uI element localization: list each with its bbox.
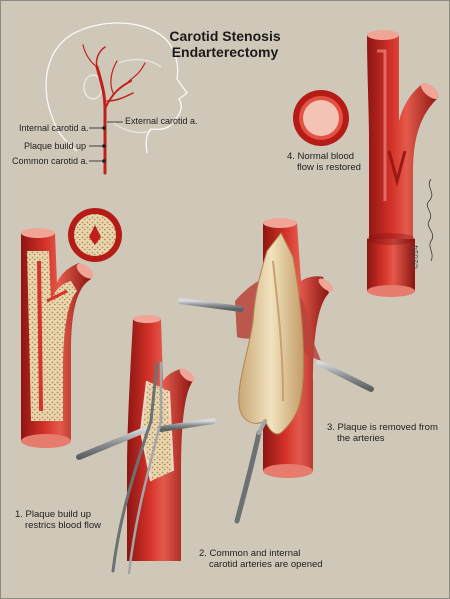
- label-external-carotid: External carotid a.: [125, 116, 198, 126]
- step-4-caption: 4. Normal blood flow is restored: [287, 151, 361, 173]
- label-common-carotid: Common carotid a.: [12, 156, 89, 166]
- title-line-1: Carotid Stenosis: [169, 28, 281, 44]
- step-3-line-2: the arteries: [337, 433, 385, 444]
- step-2-line-1: 2. Common and internal: [199, 548, 301, 559]
- step-1-line-1: 1. Plaque build up: [15, 509, 92, 520]
- diseased-artery: [21, 228, 94, 448]
- step-2-caption: 2. Common and internal carotid arteries …: [199, 548, 323, 570]
- head-carotid-vessels: [82, 44, 146, 175]
- forceps-instruments: [178, 298, 374, 524]
- step-3-caption: 3. Plaque is removed from the arteries: [327, 422, 438, 444]
- copyright-notice: ©2014: [411, 245, 420, 269]
- head-outline: [45, 22, 188, 154]
- clamp-instruments: [76, 361, 216, 575]
- illustration-title: Carotid Stenosis Endarterectomy: [169, 28, 281, 60]
- artist-signature: [426, 178, 434, 262]
- restored-artery: [367, 30, 440, 297]
- step-1-caption: 1. Plaque build up restrics blood flow: [15, 509, 101, 531]
- step-3-line-1: 3. Plaque is removed from: [327, 422, 438, 433]
- normal-cross-section: [293, 90, 349, 146]
- label-internal-carotid: Internal carotid a.: [19, 123, 89, 133]
- step-1-line-2: restrics blood flow: [25, 520, 102, 531]
- opened-artery: [127, 315, 195, 561]
- step-4-line-2: flow is restored: [297, 162, 361, 173]
- title-line-2: Endarterectomy: [171, 44, 279, 60]
- step-2-line-2: carotid arteries are opened: [209, 559, 323, 570]
- plaque-removal-artery: [235, 218, 334, 478]
- label-plaque-build-up: Plaque build up: [24, 141, 87, 151]
- label-leaders: [89, 121, 123, 163]
- plaque-cross-section: [68, 208, 122, 262]
- step-4-line-1: 4. Normal blood: [287, 151, 355, 162]
